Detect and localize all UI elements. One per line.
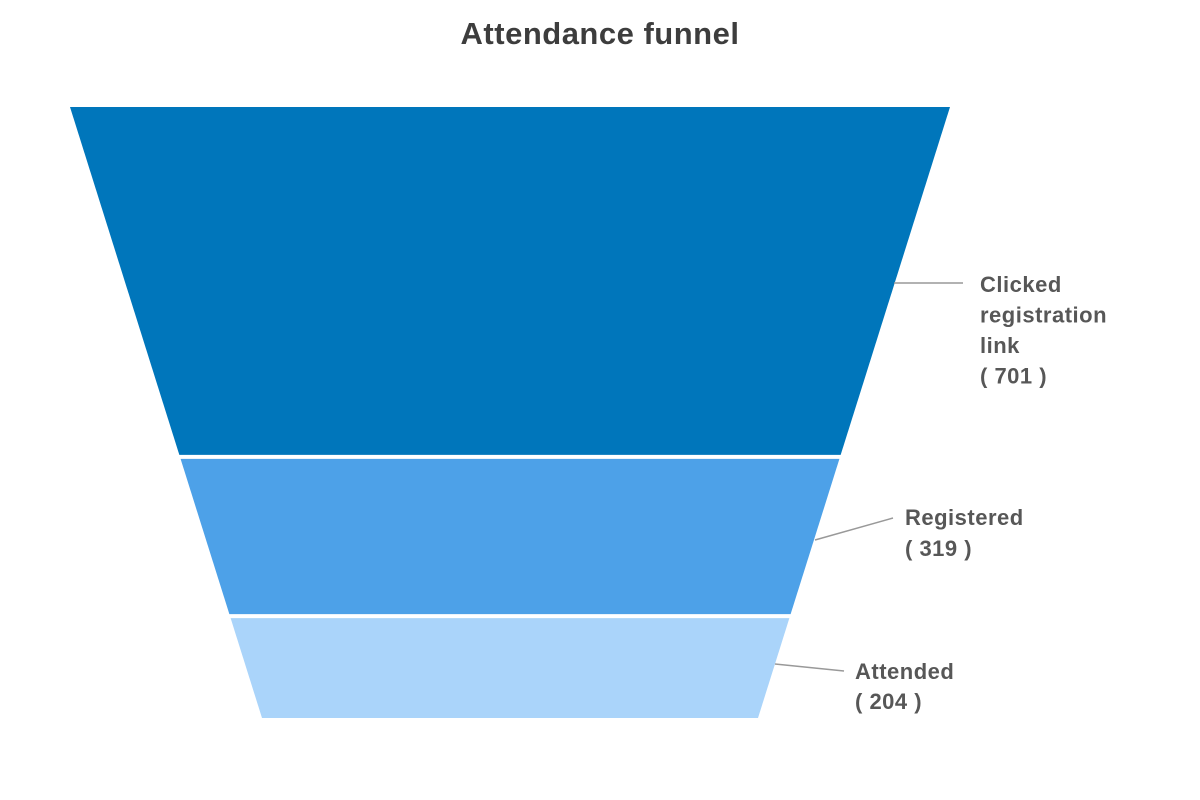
funnel-segment-1[interactable] (180, 458, 840, 615)
label-connector-1 (814, 517, 894, 541)
stage-label-1: Registered( 319 ) (905, 505, 1024, 561)
label-connector-2 (774, 663, 845, 672)
chart-title: Attendance funnel (460, 16, 740, 51)
stage-label-2: Attended( 204 ) (855, 659, 954, 714)
funnel-segment-0[interactable] (70, 107, 950, 455)
funnel-segment-2[interactable] (230, 618, 790, 718)
